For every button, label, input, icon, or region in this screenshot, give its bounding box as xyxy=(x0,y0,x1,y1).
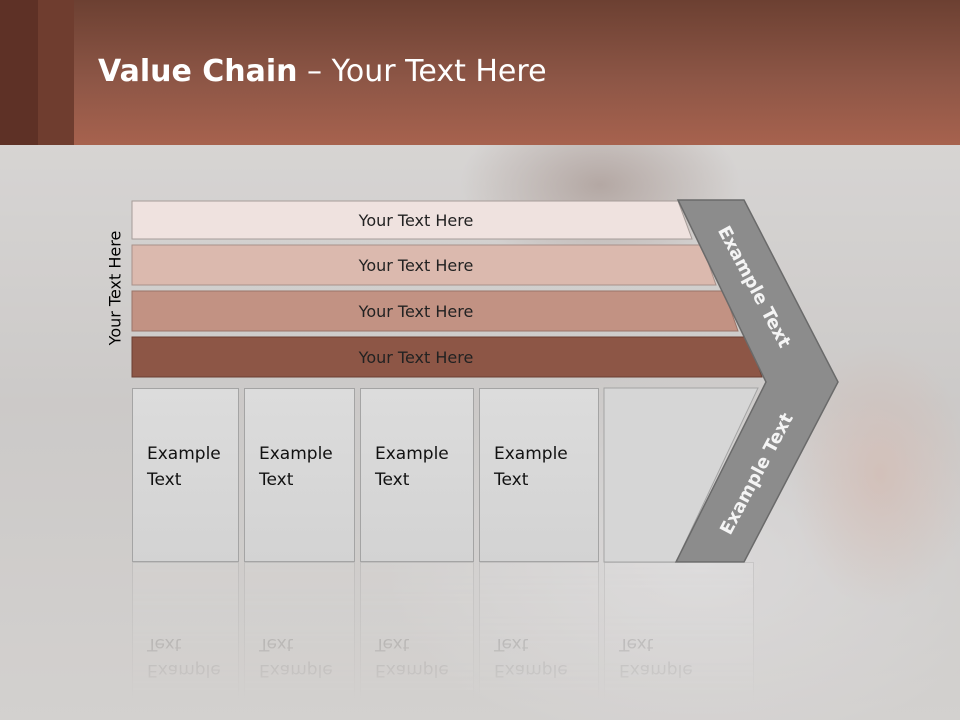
reflection-box-4: Example Text xyxy=(479,562,599,720)
reflection-box-3: Example Text xyxy=(360,562,474,720)
title-stripe-medium xyxy=(38,0,74,145)
band-1[interactable]: Your Text Here xyxy=(131,200,700,240)
reflection-box-3-label: Example Text xyxy=(375,634,449,680)
title-stripe-dark xyxy=(0,0,38,145)
band-3[interactable]: Your Text Here xyxy=(131,290,744,332)
band-4-label: Your Text Here xyxy=(358,347,474,367)
reflection-box-4-label: Example Text xyxy=(494,634,568,680)
band-2[interactable]: Your Text Here xyxy=(131,244,722,286)
band-3-label: Your Text Here xyxy=(358,301,474,321)
reflection-box-5-label: Example Text xyxy=(619,634,693,680)
reflection-box-2: Example Text xyxy=(244,562,355,720)
chevron-shape[interactable] xyxy=(674,199,839,563)
activity-box-2-label: Example Text xyxy=(259,444,333,490)
band-1-label: Your Text Here xyxy=(358,210,474,230)
reflection-box-2-label: Example Text xyxy=(259,634,333,680)
slide-title[interactable]: Value Chain – Your Text Here xyxy=(98,54,547,89)
reflection-box-1: Example Text xyxy=(132,562,239,720)
reflection-box-5: Example Text xyxy=(604,562,754,720)
band-4-shape xyxy=(131,336,763,378)
reflection-box-1-label: Example Text xyxy=(147,634,221,680)
band-1-shape xyxy=(131,200,693,240)
band-3-shape xyxy=(131,290,739,332)
activity-box-3[interactable]: Example Text xyxy=(360,388,474,562)
activity-box-1-label: Example Text xyxy=(147,444,221,490)
slide-title-bold: Value Chain xyxy=(98,54,298,89)
slide-title-rest: – Your Text Here xyxy=(297,54,547,89)
activity-box-3-label: Example Text xyxy=(375,444,449,490)
boxes-reflection: Example Text Example Text Example Text E… xyxy=(0,562,960,720)
activity-box-1[interactable]: Example Text xyxy=(132,388,239,562)
band-2-label: Your Text Here xyxy=(358,255,474,275)
activity-box-4[interactable]: Example Text xyxy=(479,388,599,562)
band-2-shape xyxy=(131,244,717,286)
band-4[interactable]: Your Text Here xyxy=(131,336,768,378)
activity-box-4-label: Example Text xyxy=(494,444,568,490)
activity-box-2[interactable]: Example Text xyxy=(244,388,355,562)
title-bar: Value Chain – Your Text Here xyxy=(0,0,960,145)
